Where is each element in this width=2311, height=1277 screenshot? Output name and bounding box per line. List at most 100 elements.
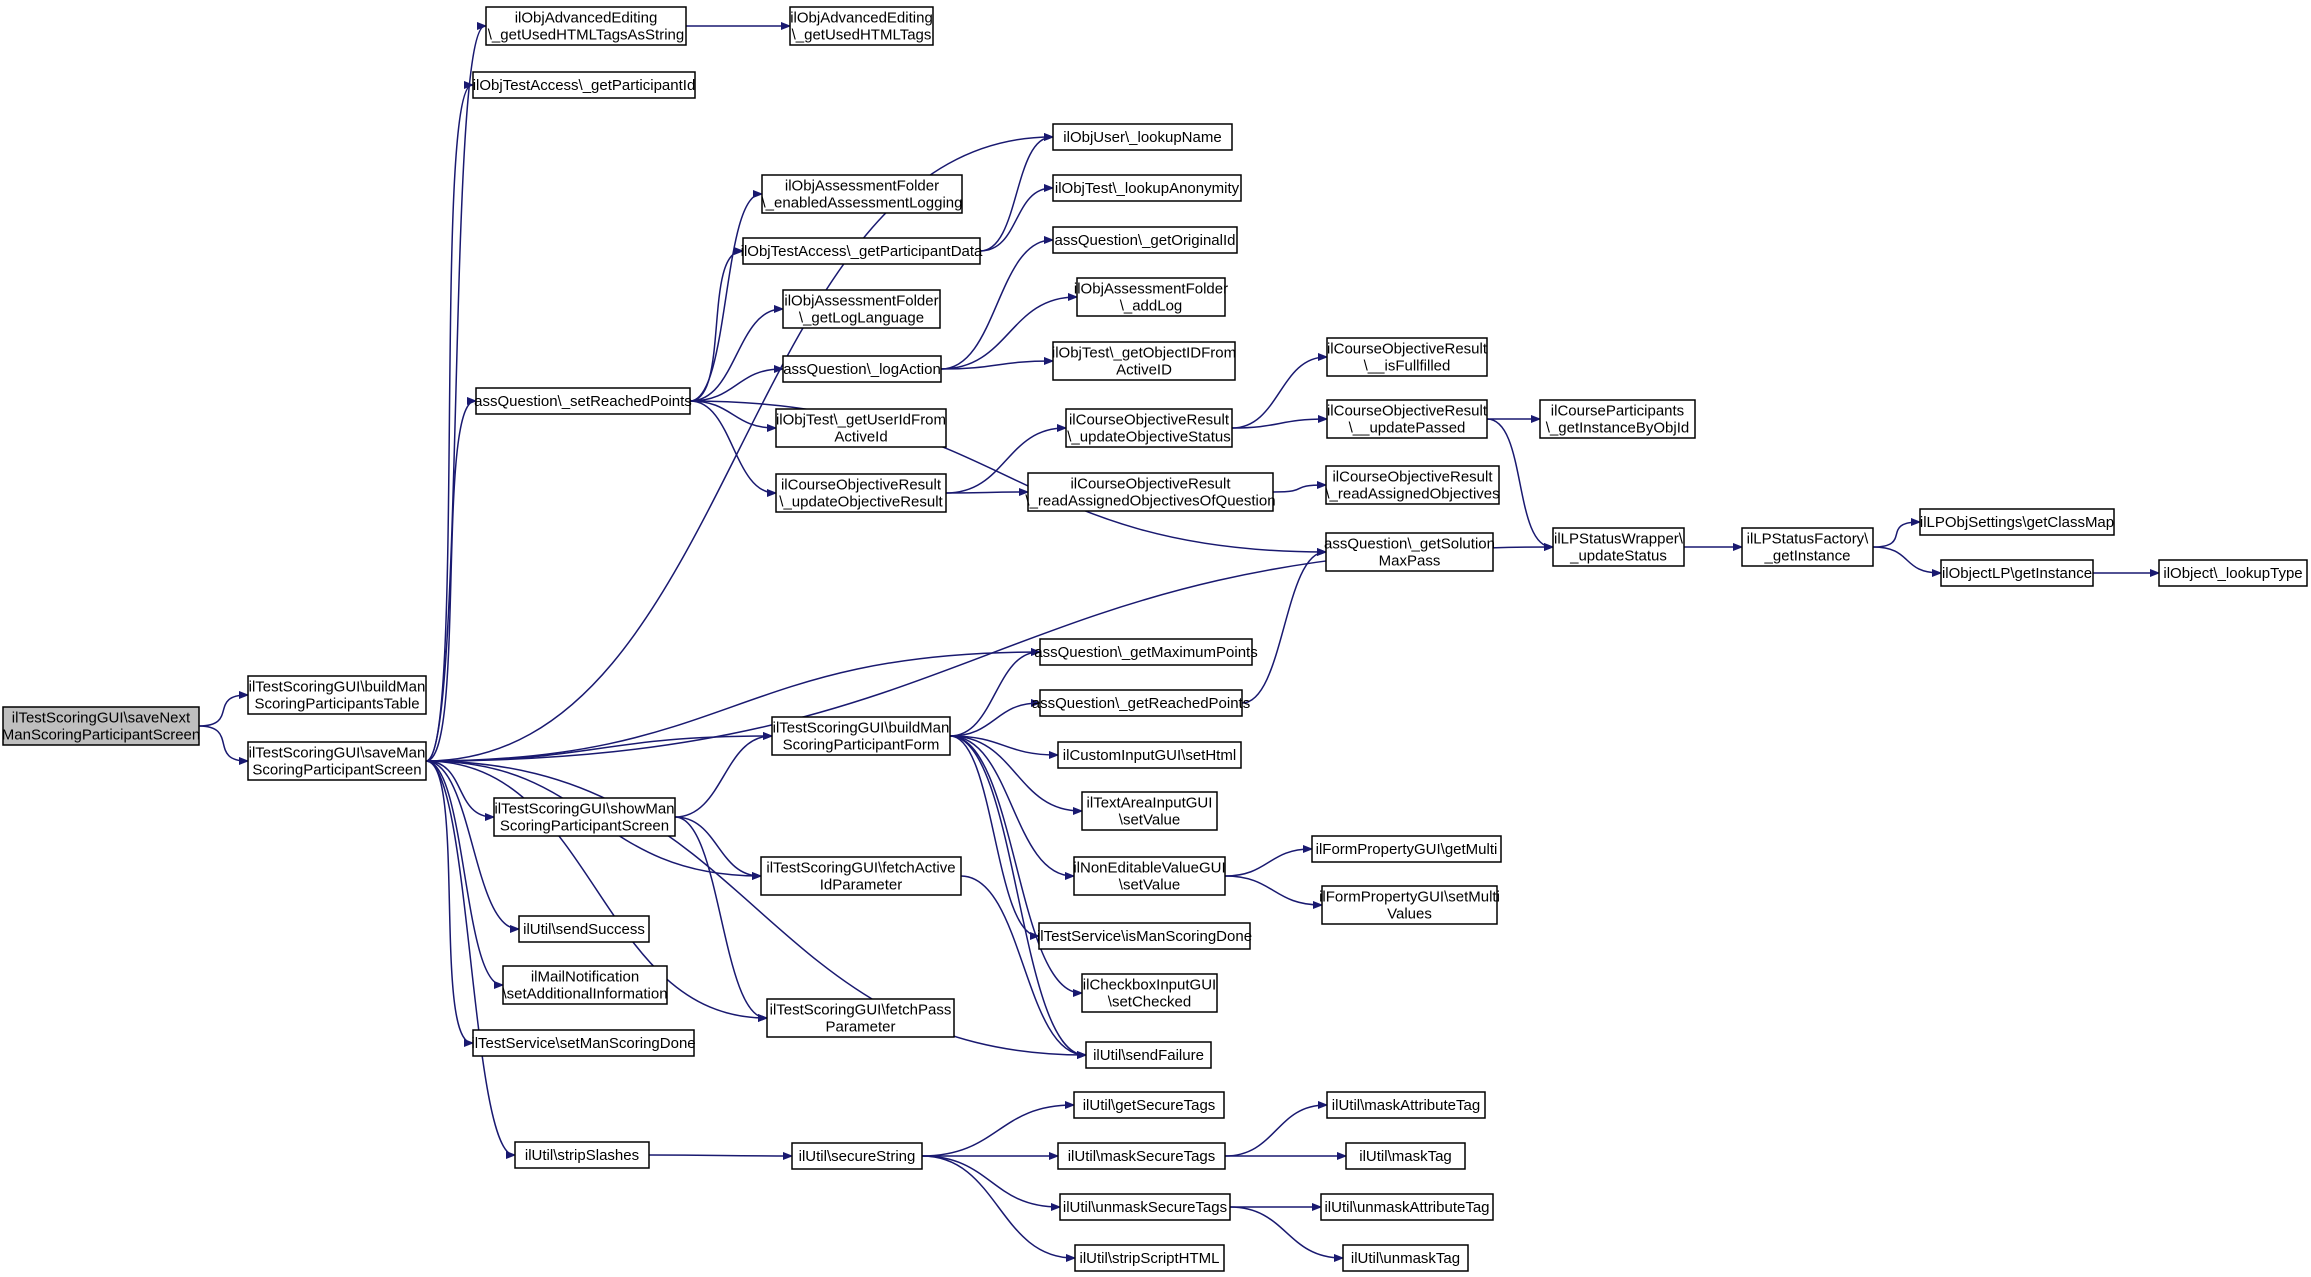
node-label-line: ilObjTestAccess\_getParticipantId — [473, 77, 696, 94]
node-setReachedPoints[interactable]: assQuestion\_setReachedPoints — [474, 387, 692, 415]
node-isManScoringDone[interactable]: ilTestService\isManScoringDone — [1037, 922, 1252, 950]
edge-path — [425, 85, 472, 762]
node-maskSecureTags[interactable]: ilUtil\maskSecureTags — [1057, 1142, 1226, 1170]
node-label-line: assQuestion\_setReachedPoints — [474, 393, 692, 410]
node-updateObjectiveResult[interactable]: ilCourseObjectiveResult\_updateObjective… — [775, 473, 947, 513]
node-logAction[interactable]: assQuestion\_logAction — [782, 355, 942, 383]
node-buildManTable[interactable]: ilTestScoringGUI\buildManScoringParticip… — [247, 675, 427, 715]
node-readAssignedObjectivesOfQuestion[interactable]: ilCourseObjectiveResult\_readAssignedObj… — [1025, 472, 1276, 512]
edge-path — [425, 401, 475, 762]
node-box — [1081, 791, 1218, 831]
node-label-line: assQuestion\_getMaximumPoints — [1034, 644, 1257, 661]
node-box — [1065, 408, 1233, 448]
node-label-line: assQuestion\_getSolution — [1324, 536, 1495, 553]
node-setHtml[interactable]: ilCustomInputGUI\setHtml — [1057, 741, 1242, 769]
node-label-line: ilUtil\unmaskSecureTags — [1063, 1199, 1227, 1216]
node-label-line: ilTestScoringGUI\showMan — [494, 801, 674, 818]
node-lpGetInstance[interactable]: ilLPStatusFactory\_getInstance — [1741, 527, 1874, 567]
node-box — [1057, 741, 1242, 769]
edge-path — [1229, 1206, 1342, 1258]
node-objectLPGetInstance[interactable]: ilObjectLP\getInstance — [1940, 559, 2094, 587]
node-textAreaSetValue[interactable]: ilTextAreaInputGUI\setValue — [1081, 791, 1218, 831]
edge-path — [674, 816, 766, 1018]
node-box — [761, 174, 963, 214]
edge-buildManForm-to-getReachedPoints — [949, 703, 1039, 737]
node-label-line: \setChecked — [1108, 994, 1191, 1011]
node-unmaskTag[interactable]: ilUtil\unmaskTag — [1342, 1244, 1469, 1272]
node-getParticipantData[interactable]: ilObjTestAccess\_getParticipantData — [741, 237, 983, 265]
node-saveMan[interactable]: ilTestScoringGUI\saveManScoringParticipa… — [247, 741, 427, 781]
node-box — [766, 998, 955, 1038]
node-box — [502, 965, 668, 1005]
node-getUsedHTMLTags[interactable]: ilObjAdvancedEditing\_getUsedHTMLTags — [789, 6, 934, 46]
edge-saveMan-to-showMan — [425, 760, 493, 817]
node-maskAttributeTag[interactable]: ilUtil\maskAttributeTag — [1326, 1091, 1486, 1119]
node-lookupType[interactable]: ilObject\_lookupType — [2158, 559, 2308, 587]
node-lookupAnonymity[interactable]: ilObjTest\_lookupAnonymity — [1052, 174, 1242, 202]
edge-path — [425, 760, 472, 1043]
edge-logAction-to-getObjectIDFromActiveID — [940, 361, 1052, 370]
node-updateStatus[interactable]: ilLPStatusWrapper\_updateStatus — [1552, 527, 1685, 567]
node-isFullfilled[interactable]: ilCourseObjectiveResult\__isFullfilled — [1326, 337, 1488, 377]
edge-saveMan-to-stripSlashes — [425, 760, 514, 1155]
node-checkboxSetChecked[interactable]: ilCheckboxInputGUI\setChecked — [1081, 973, 1218, 1013]
node-setAdditionalInformation[interactable]: ilMailNotification\setAdditionalInformat… — [502, 965, 668, 1005]
node-getParticipantId[interactable]: ilObjTestAccess\_getParticipantId — [472, 71, 696, 99]
node-setManScoringDone[interactable]: ilTestService\setManScoringDone — [471, 1029, 696, 1057]
edge-path — [1231, 419, 1326, 429]
node-secureString[interactable]: ilUtil\secureString — [791, 1142, 923, 1170]
node-unmaskAttributeTag[interactable]: ilUtil\unmaskAttributeTag — [1320, 1193, 1494, 1221]
edge-path — [1272, 485, 1325, 493]
node-stripSlashes[interactable]: ilUtil\stripSlashes — [514, 1141, 650, 1169]
node-maskTag[interactable]: ilUtil\maskTag — [1345, 1142, 1466, 1170]
node-box — [1039, 638, 1253, 666]
edge-getParticipantData-to-lookupName — [979, 137, 1052, 252]
node-getReachedPoints[interactable]: assQuestion\_getReachedPoints — [1032, 689, 1250, 717]
node-label-line: ilCourseObjectiveResult — [1332, 469, 1493, 486]
node-label-line: ilTestService\isManScoringDone — [1037, 928, 1252, 945]
node-getInstanceByObjId[interactable]: ilCourseParticipants\_getInstanceByObjId — [1539, 399, 1696, 439]
node-label-line: \_getUsedHTMLTagsAsString — [488, 27, 684, 44]
node-showMan[interactable]: ilTestScoringGUI\showManScoringParticipa… — [493, 797, 676, 837]
node-box — [247, 741, 427, 781]
node-getMaximumPoints[interactable]: assQuestion\_getMaximumPoints — [1034, 638, 1258, 666]
edge-path — [198, 725, 247, 761]
node-label-line: ActiveId — [834, 429, 887, 446]
node-sendSuccess[interactable]: ilUtil\sendSuccess — [518, 915, 650, 943]
node-stripScriptHTML[interactable]: ilUtil\stripScriptHTML — [1074, 1244, 1225, 1272]
edge-path — [689, 400, 775, 493]
node-getClassMap[interactable]: ilLPObjSettings\getClassMap — [1919, 508, 2115, 536]
node-box — [782, 355, 942, 383]
node-getOriginalId[interactable]: assQuestion\_getOriginalId — [1052, 226, 1238, 254]
node-updateObjectiveStatus[interactable]: ilCourseObjectiveResult\_updateObjective… — [1065, 408, 1233, 448]
node-getUsedHTMLTagsAsString[interactable]: ilObjAdvancedEditing\_getUsedHTMLTagsAsS… — [485, 6, 687, 46]
node-getMulti[interactable]: ilFormPropertyGUI\getMulti — [1311, 835, 1502, 863]
edge-updateObjectiveStatus-to-updatePassed — [1231, 419, 1326, 429]
node-lookupName[interactable]: ilObjUser\_lookupName — [1052, 123, 1233, 151]
node-label-line: ilLPStatusWrapper\ — [1554, 531, 1684, 548]
node-enabledAssessmentLogging[interactable]: ilObjAssessmentFolder\_enabledAssessment… — [761, 174, 963, 214]
node-label-line: Values — [1387, 906, 1432, 923]
node-readAssignedObjectives[interactable]: ilCourseObjectiveResult\_readAssignedObj… — [1325, 465, 1500, 505]
node-box — [742, 237, 981, 265]
edge-path — [425, 547, 1552, 762]
node-addLog[interactable]: ilObjAssessmentFolder\_addLog — [1074, 277, 1228, 317]
node-nonEditableSetValue[interactable]: ilNonEditableValueGUI\setValue — [1073, 856, 1226, 896]
edge-saveMan-to-sendFailure — [425, 760, 1085, 1055]
node-label-line: ilCourseObjectiveResult — [781, 477, 942, 494]
node-unmaskSecureTags[interactable]: ilUtil\unmaskSecureTags — [1059, 1193, 1231, 1221]
node-buildManForm[interactable]: ilTestScoringGUI\buildManScoringParticip… — [771, 716, 951, 756]
node-box — [1321, 885, 1498, 925]
node-sendFailure[interactable]: ilUtil\sendFailure — [1085, 1041, 1212, 1069]
node-updatePassed[interactable]: ilCourseObjectiveResult\__updatePassed — [1326, 399, 1488, 439]
node-getSecureTags[interactable]: ilUtil\getSecureTags — [1073, 1091, 1225, 1119]
edge-path — [674, 816, 760, 876]
node-getLogLanguage[interactable]: ilObjAssessmentFolder\_getLogLanguage — [782, 289, 941, 329]
node-root[interactable]: ilTestScoringGUI\saveNextManScoringParti… — [2, 706, 200, 746]
